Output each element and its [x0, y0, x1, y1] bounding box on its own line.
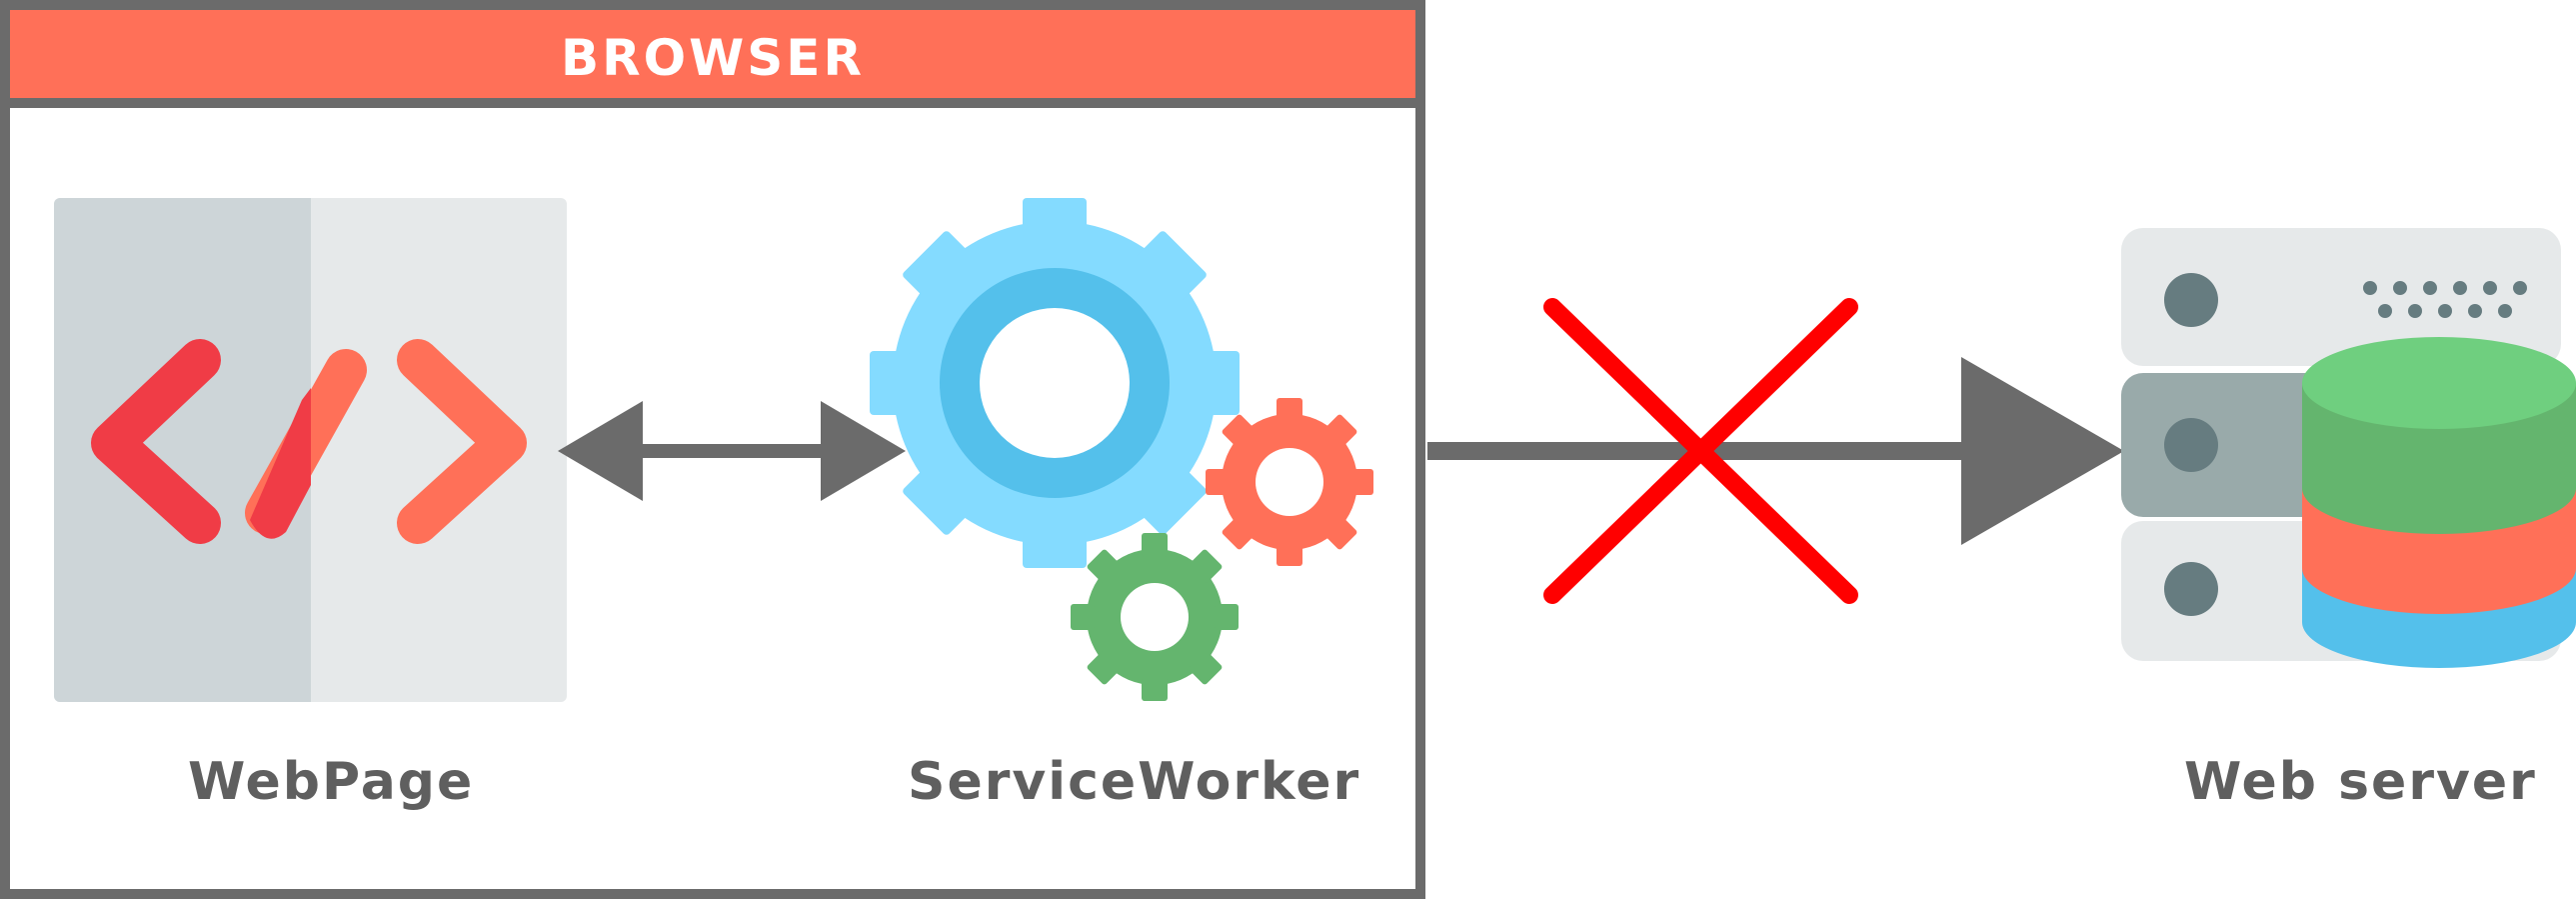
browser-title: BROWSER — [561, 29, 865, 87]
web-server-label: Web server — [2184, 752, 2537, 812]
code-page-icon — [54, 198, 567, 702]
browser-header-divider — [5, 98, 1420, 108]
cross-icon — [1543, 298, 1858, 604]
gear-large-blue — [870, 198, 1240, 568]
browser-header-bar — [10, 10, 1415, 100]
database-stack — [2302, 337, 2576, 668]
gear-small-green — [1071, 533, 1239, 701]
bidirectional-arrow — [558, 401, 906, 501]
webpage-label: WebPage — [188, 752, 475, 812]
server-database-icon — [2121, 228, 2576, 668]
service-worker-label: ServiceWorker — [908, 752, 1361, 812]
gears-icon — [870, 198, 1373, 701]
gear-small-orange — [1206, 398, 1373, 566]
